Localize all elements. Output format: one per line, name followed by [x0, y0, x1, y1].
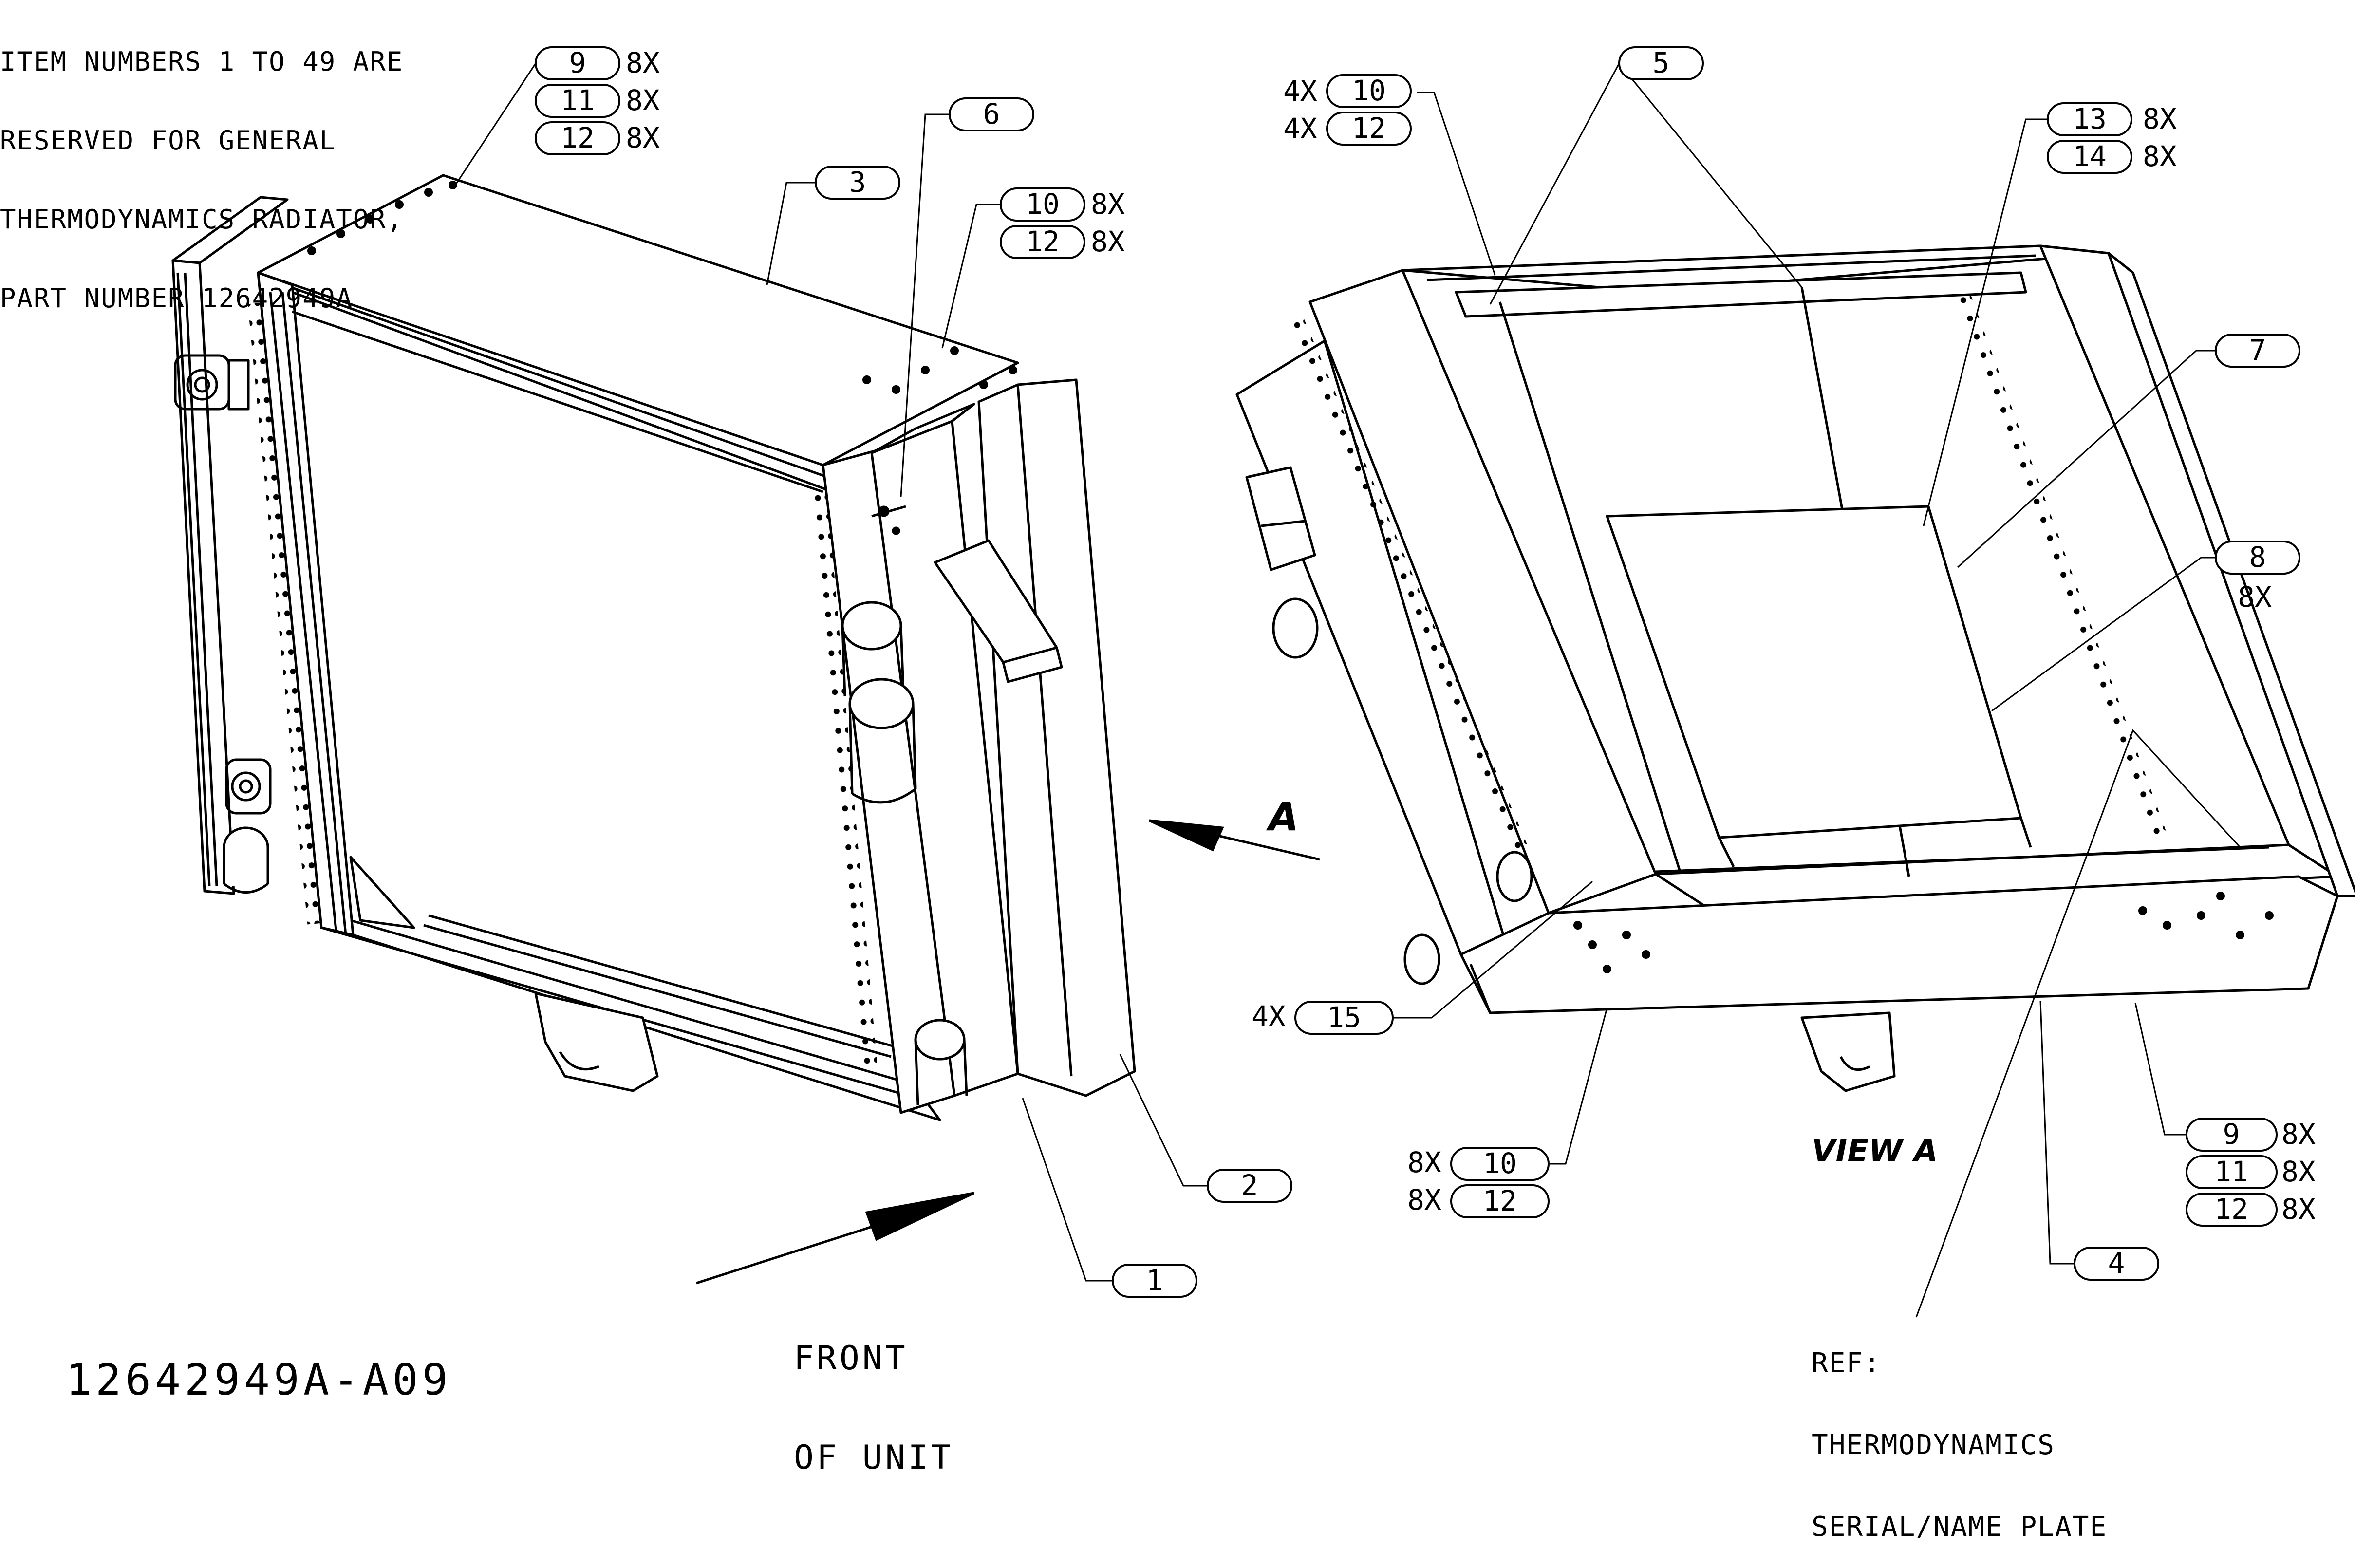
callout-12-mid: 12 8X — [1000, 225, 1125, 259]
svg-text:8: 8 — [2249, 541, 2266, 574]
right-side-header — [812, 378, 1136, 1114]
top-bolts — [307, 181, 1017, 394]
callout-15: 4X 15 — [1252, 1000, 1394, 1035]
callout-12-4x: 4X 12 — [1283, 112, 1412, 146]
left-radiator-assembly — [171, 174, 1136, 1121]
callout-9-bottom-right: 9 8X — [2186, 1118, 2316, 1152]
svg-text:9: 9 — [569, 46, 586, 79]
callout-8: 88X — [2215, 541, 2300, 614]
ref-line: SERIAL/NAME PLATE — [1812, 1511, 2108, 1543]
svg-text:8X: 8X — [2238, 580, 2272, 614]
callout-bubbles: 9 8X 11 8X 12 8X 3 6 10 8X 12 8X 2 1 4X 10 4X 1… — [535, 46, 2316, 1298]
front-label-line: FRONT — [794, 1339, 908, 1378]
callout-10-4x: 4X 10 — [1283, 74, 1412, 108]
svg-text:8X: 8X — [2143, 102, 2177, 135]
svg-text:12: 12 — [561, 121, 595, 154]
svg-text:10: 10 — [1026, 187, 1060, 221]
view-a-arrow — [1148, 819, 1320, 861]
callout-13: 13 8X — [2047, 102, 2177, 136]
note-line: RESERVED FOR GENERAL — [0, 125, 336, 156]
svg-text:12: 12 — [1483, 1184, 1517, 1217]
ref-line: THERMODYNAMICS — [1812, 1429, 2056, 1461]
callout-14: 14 8X — [2047, 140, 2177, 174]
svg-text:4: 4 — [2108, 1247, 2125, 1280]
callout-2: 2 — [1207, 1169, 1292, 1203]
callout-11-top-left: 11 8X — [535, 84, 660, 118]
svg-text:8X: 8X — [1091, 187, 1125, 221]
callout-9-top-left: 9 8X — [535, 46, 660, 80]
callout-5: 5 — [1618, 46, 1704, 80]
callout-12-bottom-right: 12 8X — [2186, 1193, 2316, 1227]
right-radiator-assembly-view-a — [1235, 244, 2355, 1092]
svg-text:12: 12 — [2214, 1193, 2248, 1226]
svg-text:4X: 4X — [1283, 112, 1317, 145]
svg-text:8X: 8X — [2143, 140, 2177, 173]
svg-text:1: 1 — [1146, 1264, 1163, 1297]
note-line: ITEM NUMBERS 1 TO 49 ARE — [0, 46, 404, 77]
svg-text:8X: 8X — [626, 121, 660, 154]
svg-text:8X: 8X — [2281, 1193, 2316, 1226]
svg-text:2: 2 — [1241, 1169, 1258, 1202]
callout-12-8x-bottom: 8X 12 — [1407, 1183, 1550, 1218]
callout-4: 4 — [2074, 1247, 2159, 1281]
callout-3: 3 — [815, 166, 900, 200]
inlet-pipes — [841, 601, 968, 1106]
svg-text:6: 6 — [983, 97, 1000, 131]
callout-7: 7 — [2215, 334, 2300, 368]
drawing-number: 12642949A-A09 — [66, 1355, 452, 1405]
svg-text:14: 14 — [2073, 140, 2107, 173]
view-a-label: VIEW A — [1812, 1133, 1938, 1169]
svg-text:8X: 8X — [626, 46, 660, 79]
svg-text:12: 12 — [1352, 112, 1386, 145]
callout-12-top-left: 12 8X — [535, 121, 660, 155]
svg-text:4X: 4X — [1252, 1000, 1286, 1033]
svg-text:12: 12 — [1026, 225, 1060, 258]
front-core-frame — [247, 174, 1019, 1121]
reserved-items-note: ITEM NUMBERS 1 TO 49 ARE RESERVED FOR GE… — [0, 0, 403, 338]
svg-text:10: 10 — [1352, 74, 1386, 107]
svg-text:3: 3 — [849, 166, 866, 199]
left-outlet-fittings — [174, 354, 272, 894]
front-of-unit-arrow — [696, 1192, 975, 1285]
ref-line: REF: — [1812, 1347, 1881, 1379]
svg-text:13: 13 — [2073, 102, 2107, 135]
svg-text:9: 9 — [2223, 1118, 2240, 1151]
callout-6: 6 — [949, 97, 1034, 131]
svg-text:7: 7 — [2249, 334, 2266, 367]
svg-text:11: 11 — [561, 84, 595, 117]
leader-lines — [454, 63, 2241, 1318]
callout-11-bottom-right: 11 8X — [2186, 1155, 2316, 1189]
note-line: THERMODYNAMICS RADIATOR, — [0, 204, 404, 235]
view-arrow-letter: A — [1266, 794, 1299, 840]
note-line: PART NUMBER 12642949A — [0, 283, 353, 314]
svg-text:4X: 4X — [1283, 75, 1317, 108]
svg-text:8X: 8X — [1407, 1183, 1441, 1216]
callout-10-8x-bottom: 8X 10 — [1407, 1146, 1550, 1181]
core-opening — [292, 310, 823, 493]
svg-text:5: 5 — [1653, 46, 1670, 79]
svg-text:8X: 8X — [1091, 225, 1125, 258]
svg-text:8X: 8X — [2281, 1155, 2316, 1188]
front-of-unit-label: FRONT OF UNIT — [794, 1276, 954, 1508]
svg-text:15: 15 — [1327, 1001, 1361, 1034]
svg-text:8X: 8X — [2281, 1118, 2316, 1151]
front-label-line: OF UNIT — [794, 1438, 954, 1477]
svg-text:10: 10 — [1483, 1147, 1517, 1180]
exploded-assembly-drawing: 9 8X 11 8X 12 8X 3 6 10 8X 12 8X 2 1 4X 10 4X 1… — [171, 46, 2355, 1318]
callout-10-mid: 10 8X — [1000, 187, 1125, 222]
callout-1: 1 — [1112, 1264, 1197, 1298]
svg-text:8X: 8X — [1407, 1146, 1441, 1179]
svg-text:8X: 8X — [626, 84, 660, 117]
svg-text:11: 11 — [2214, 1155, 2248, 1188]
ref-nameplate-note: REF: THERMODYNAMICS SERIAL/NAME PLATE — [1812, 1295, 2107, 1568]
